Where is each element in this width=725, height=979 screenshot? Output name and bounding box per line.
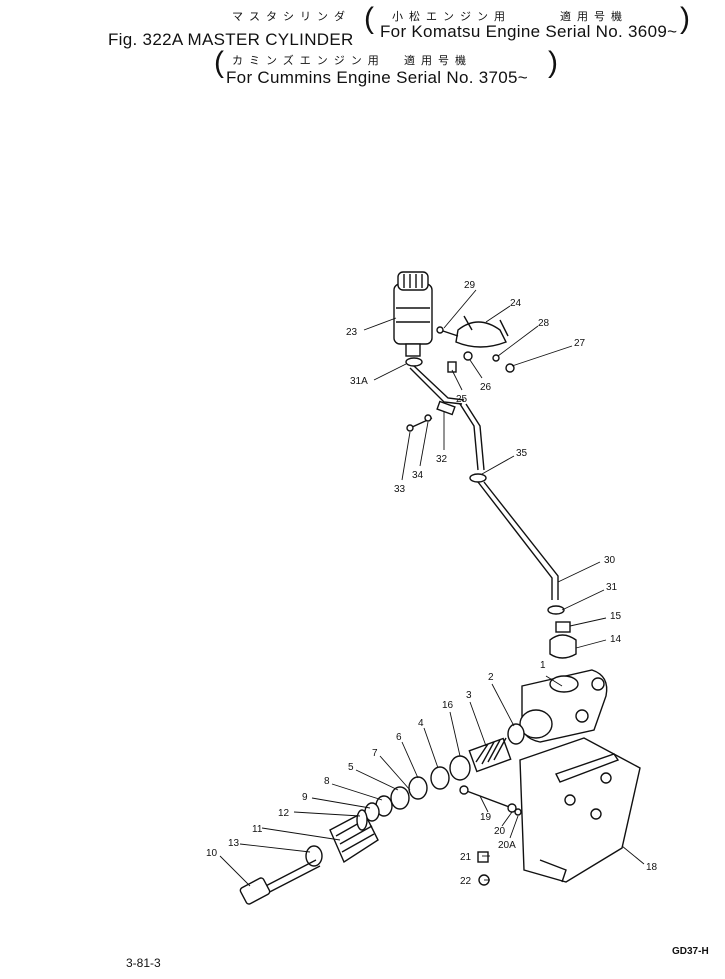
reservoir-cap-14 [549, 634, 577, 659]
part-label: 13 [228, 838, 240, 849]
title-kana-applicable-serial: 適用号機 [560, 11, 628, 23]
mounting-bracket-18 [519, 737, 641, 883]
part-label: 4 [418, 718, 424, 729]
washer-28 [492, 354, 500, 362]
part-label: 12 [278, 808, 290, 819]
komatsu-serial-label: For Komatsu Engine Serial No. 3609~ [380, 22, 678, 41]
part-label: 8 [324, 776, 330, 787]
part-labels: 23 29 24 28 27 26 25 31A 33 34 32 35 30 … [206, 280, 658, 887]
bolt-21 [477, 851, 489, 863]
reservoir-bracket [455, 315, 509, 348]
part-label: 10 [206, 848, 218, 859]
cup-16 [449, 755, 471, 781]
band-12 [356, 809, 368, 831]
part-label: 5 [348, 762, 354, 773]
part-label: 30 [604, 555, 616, 566]
leader-lines [219, 289, 645, 887]
part-label: 2 [488, 672, 494, 683]
hose-mid-outline [465, 403, 485, 471]
washer-26 [463, 351, 473, 361]
hose-upper [409, 367, 463, 405]
part-label: 7 [372, 748, 378, 759]
part-label: 14 [610, 634, 622, 645]
part-label: 3 [466, 690, 472, 701]
part-label: 18 [646, 862, 658, 873]
part-label: 35 [516, 448, 528, 459]
part-label: 11 [252, 824, 263, 835]
paren-open-2: ( [214, 46, 224, 79]
part-label: 16 [442, 700, 454, 711]
cap-15 [555, 621, 571, 633]
hose-upper-outline [413, 365, 465, 401]
bolt-19 [463, 789, 513, 809]
part-label: 33 [394, 484, 406, 495]
cummins-serial-label: For Cummins Engine Serial No. 3705~ [226, 68, 528, 87]
title-kana-master-cylinder: マスタシリンダ [232, 11, 351, 23]
part-label: 29 [464, 280, 476, 291]
pin-13 [305, 845, 323, 867]
part-label: 1 [540, 660, 546, 671]
part-label: 26 [480, 382, 492, 393]
paren-open-1: ( [364, 2, 374, 35]
master-cylinder-body [519, 669, 608, 743]
hose-mid [459, 403, 479, 471]
washer-5 [390, 786, 410, 810]
screw-29 [436, 326, 459, 337]
spring-3 [468, 737, 512, 773]
part-label: 32 [436, 454, 448, 465]
part-label: 20A [498, 840, 516, 851]
part-label: 25 [456, 394, 468, 405]
nut-27 [505, 363, 515, 373]
drawing-code: GD37-H [672, 946, 709, 957]
ring-7 [408, 776, 428, 800]
part-label: 20 [494, 826, 506, 837]
seal-2 [507, 723, 525, 745]
part-label: 31 [606, 582, 618, 593]
part-label: 19 [480, 812, 492, 823]
part-label: 23 [346, 327, 358, 338]
paren-close-1: ) [680, 2, 690, 35]
part-label: 28 [538, 318, 550, 329]
part-label: 15 [610, 611, 622, 622]
title-kana-komatsu-engine: 小松エンジン用 [392, 11, 511, 23]
part-label: 24 [510, 298, 522, 309]
part-label: 21 [460, 852, 472, 863]
clip-32 [436, 400, 456, 416]
bolt-25 [447, 361, 457, 373]
part-label: 22 [460, 876, 472, 887]
washer-20 [507, 803, 517, 813]
bolt-33-head [406, 424, 414, 432]
title-kana-applicable-serial-2: 適用号機 [404, 55, 472, 67]
push-rod-10 [239, 859, 321, 905]
title-kana-cummins-engine: カミンズエンジン用 [232, 55, 385, 67]
part-label: 6 [396, 732, 402, 743]
reservoir-tank [393, 271, 433, 357]
washer-34 [424, 414, 432, 422]
part-label: 27 [574, 338, 586, 349]
part-label: 34 [412, 470, 424, 481]
piston-4 [430, 766, 450, 790]
bolt-19-head [459, 785, 469, 795]
washer-20a [514, 808, 522, 816]
hose-clamp-35 [469, 473, 487, 483]
hose-clamp-31 [547, 605, 565, 615]
page-reference: 3-81-3 [126, 956, 161, 970]
tube-30 [477, 481, 553, 600]
hose-clamp-31a [405, 357, 423, 367]
paren-close-2: ) [548, 46, 558, 79]
figure-title: Fig. 322A MASTER CYLINDER [108, 30, 354, 49]
part-label: 31A [350, 376, 368, 387]
part-label: 9 [302, 792, 308, 803]
tube-30-outline [483, 481, 559, 600]
